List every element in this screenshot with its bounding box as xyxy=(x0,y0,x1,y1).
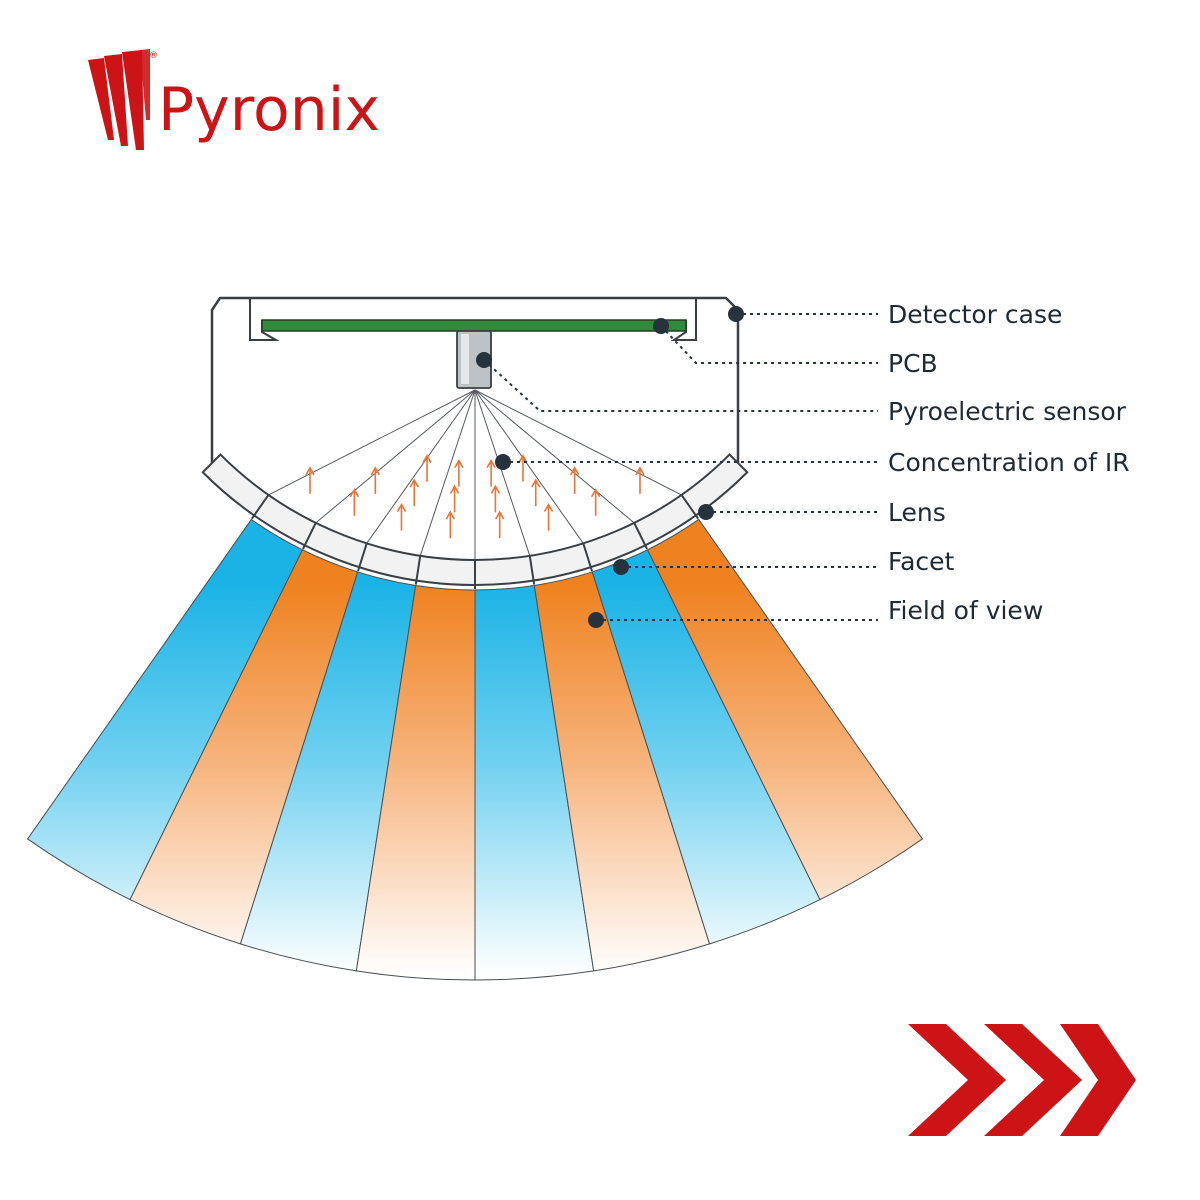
ir-arrow-icon xyxy=(396,502,407,531)
chevron-right-icon xyxy=(908,1024,1006,1136)
ir-arrows xyxy=(305,454,645,539)
ir-arrow-icon xyxy=(445,510,455,539)
callout-facet: Facet xyxy=(613,547,955,576)
facet-divider xyxy=(528,555,536,585)
callout-pyroelectric-sensor: Pyroelectric sensor xyxy=(476,352,1127,426)
ir-arrow-icon xyxy=(543,502,554,531)
callout-concentration-of-ir: Concentration of IR xyxy=(495,448,1130,477)
ir-ray xyxy=(474,389,531,556)
label-concentration-of-ir: Concentration of IR xyxy=(888,448,1130,477)
facet-divider xyxy=(582,543,593,572)
chevron-right-icon xyxy=(984,1024,1082,1136)
facet-divider xyxy=(680,494,699,520)
ir-ray xyxy=(474,389,682,496)
logo-mark-icon xyxy=(88,49,150,150)
logo-wordmark: Pyronix xyxy=(158,75,380,145)
callout-field-of-view: Field of view xyxy=(588,596,1043,628)
ir-arrow-icon xyxy=(449,484,460,513)
ir-arrow-icon xyxy=(569,466,580,494)
lens xyxy=(201,453,749,589)
ir-arrow-icon xyxy=(635,466,645,494)
label-field-of-view: Field of view xyxy=(888,596,1043,625)
facet-divider xyxy=(633,522,648,550)
label-pyroelectric-sensor: Pyroelectric sensor xyxy=(888,397,1127,426)
ir-arrow-icon xyxy=(349,488,360,516)
ir-ray xyxy=(268,389,476,496)
logo-registered-mark: ® xyxy=(149,51,158,61)
facet-divider xyxy=(414,555,422,585)
ir-arrow-icon xyxy=(495,510,505,539)
ir-arrow-icon xyxy=(409,478,419,507)
ir-arrow-icon xyxy=(590,488,601,516)
callout-lens: Lens xyxy=(698,498,946,527)
callout-pcb: PCB xyxy=(653,318,938,378)
ir-ray xyxy=(419,389,476,556)
field-of-view xyxy=(26,518,924,981)
ir-arrow-icon xyxy=(305,466,315,494)
ir-ray xyxy=(315,389,476,524)
ir-arrow-icon xyxy=(486,458,496,487)
facet-divider xyxy=(251,494,270,520)
pcb-board xyxy=(261,319,687,332)
ir-arrow-icon xyxy=(531,478,541,507)
ir-arrow-icon xyxy=(370,466,381,494)
ir-rays xyxy=(268,389,682,560)
pyronix-logo: ® Pyronix xyxy=(88,49,380,150)
label-detector-case: Detector case xyxy=(888,300,1062,329)
next-chevrons[interactable] xyxy=(908,1024,1136,1136)
ir-ray xyxy=(474,389,635,524)
label-pcb: PCB xyxy=(888,349,938,378)
ir-arrow-icon xyxy=(454,458,464,487)
facet-divider xyxy=(357,543,368,572)
label-lens: Lens xyxy=(888,498,946,527)
callouts: Detector case PCB Pyroelectric sensor Co… xyxy=(476,300,1130,628)
beam-zone-orange xyxy=(646,518,924,901)
ir-arrow-icon xyxy=(422,454,432,482)
lens-band xyxy=(201,453,749,586)
ir-ray xyxy=(366,389,476,544)
chevron-right-icon xyxy=(1060,1024,1136,1136)
ir-arrow-icon xyxy=(490,484,501,513)
facet-divider xyxy=(302,522,317,550)
ir-ray xyxy=(474,389,584,544)
label-facet: Facet xyxy=(888,547,955,576)
callout-detector-case: Detector case xyxy=(728,300,1062,329)
ir-arrow-icon xyxy=(518,454,528,482)
